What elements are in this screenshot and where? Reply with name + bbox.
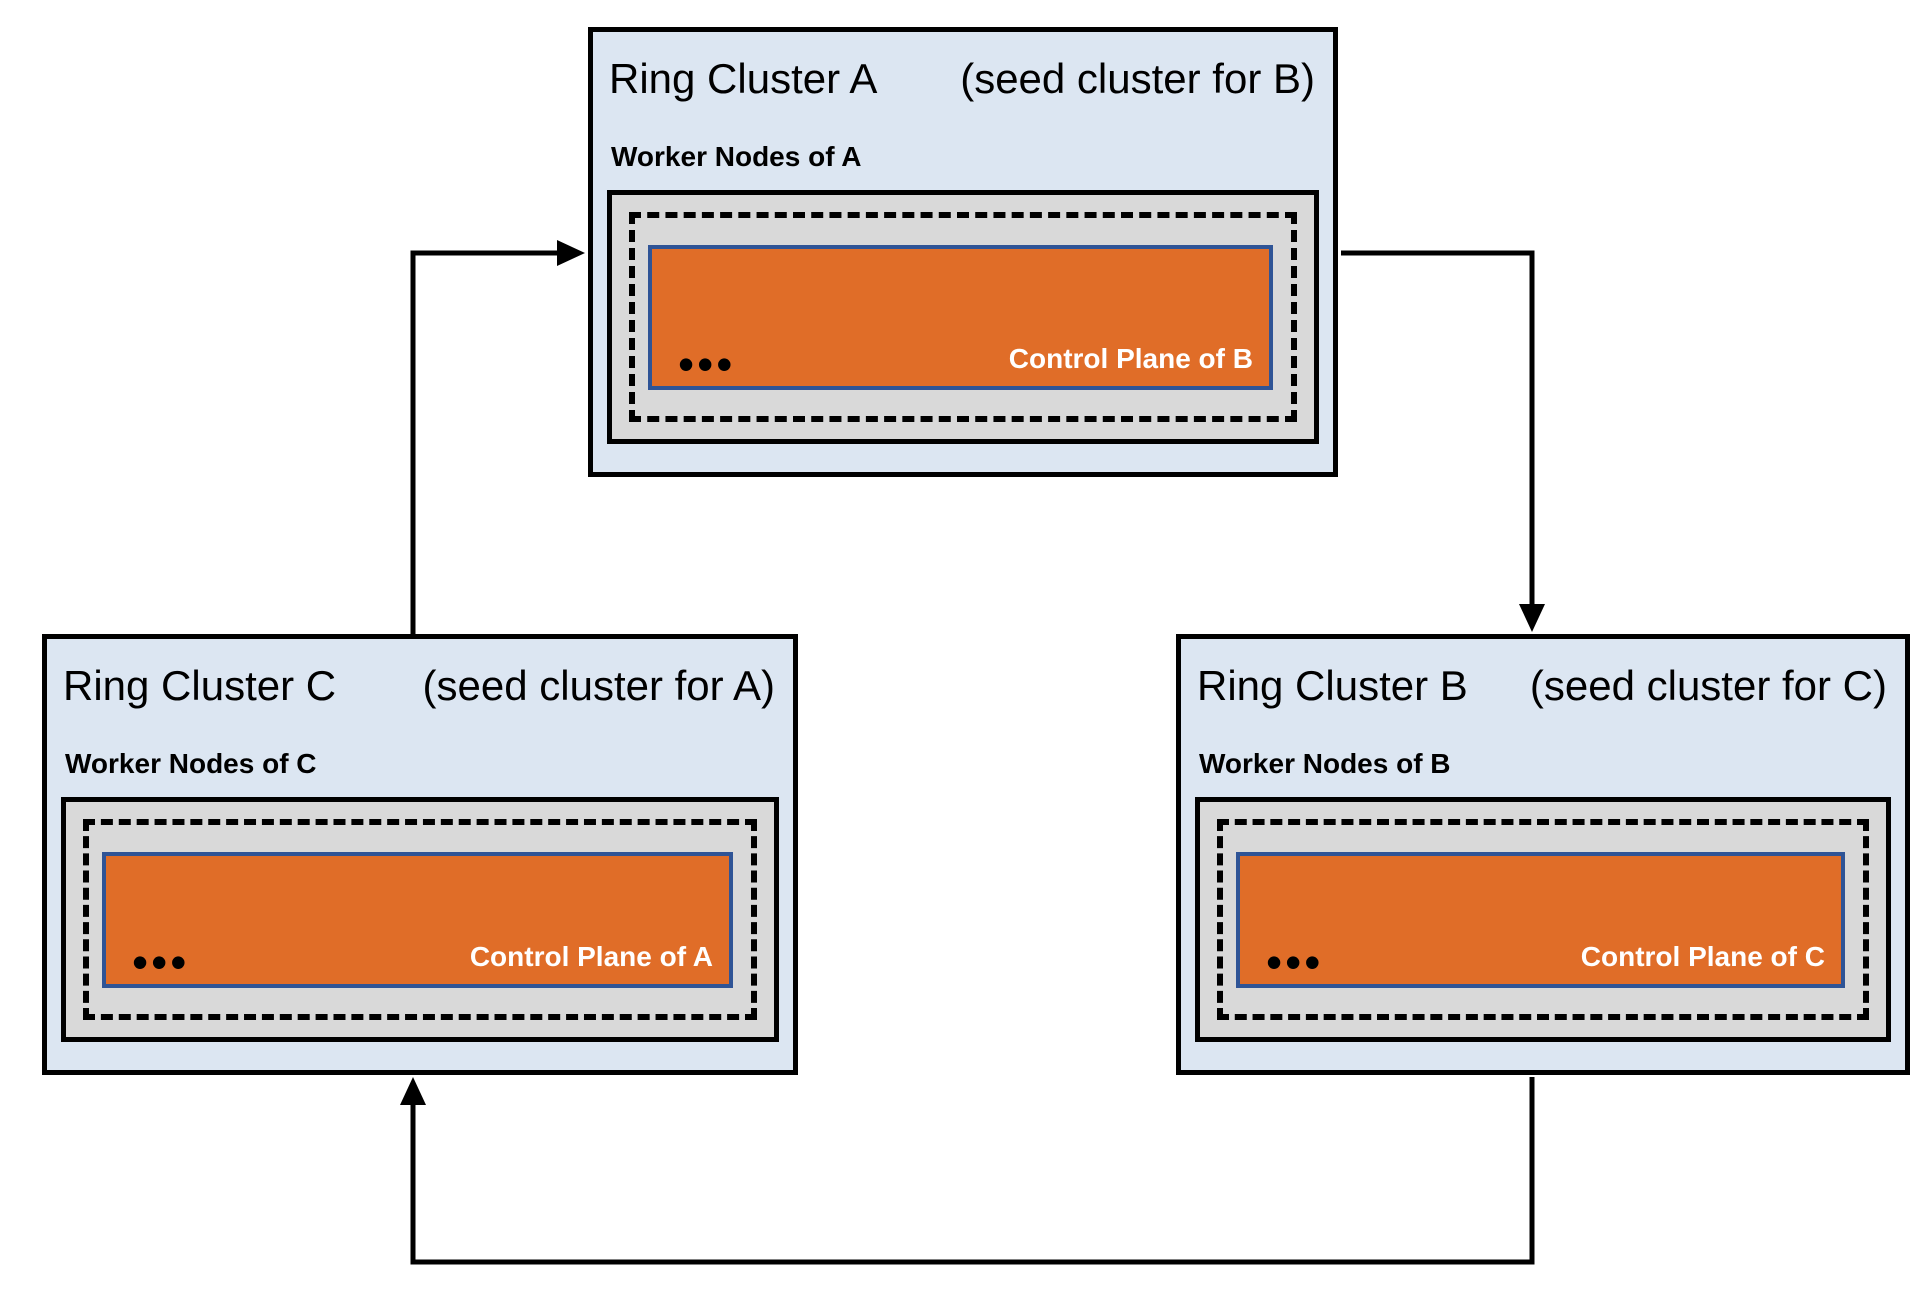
- cluster-subtitle: (seed cluster for C): [1529, 662, 1887, 709]
- worker-nodes-label: Worker Nodes of A: [611, 141, 862, 172]
- worker-nodes-dashed-border: ••• Control Plane of C: [1217, 819, 1869, 1020]
- worker-nodes-label: Worker Nodes of C: [65, 748, 317, 779]
- cluster-title: Ring Cluster C: [63, 662, 337, 709]
- worker-nodes-dashed-border: ••• Control Plane of B: [629, 212, 1297, 422]
- arrow-line: [1341, 250, 1535, 604]
- cluster-header: Ring Cluster C (seed cluster for A): [63, 661, 775, 711]
- worker-nodes-box: ••• Control Plane of B: [607, 190, 1319, 444]
- control-plane-box: ••• Control Plane of B: [648, 245, 1273, 390]
- control-plane-box: ••• Control Plane of A: [102, 852, 733, 988]
- worker-nodes-label: Worker Nodes of B: [1199, 748, 1451, 779]
- arrow-c-to-a: [410, 240, 585, 636]
- control-plane-label: Control Plane of C: [1580, 941, 1825, 973]
- arrow-line: [410, 1077, 1535, 1265]
- worker-nodes-box: ••• Control Plane of C: [1195, 797, 1891, 1042]
- ring-cluster-c-box: Ring Cluster C (seed cluster for A) Work…: [42, 634, 798, 1075]
- control-plane-label: Control Plane of A: [469, 941, 713, 973]
- cluster-title: Ring Cluster B: [1197, 662, 1468, 709]
- cluster-subtitle: (seed cluster for A): [422, 662, 775, 709]
- arrow-b-to-c: [400, 1077, 1535, 1265]
- control-plane-box: ••• Control Plane of C: [1236, 852, 1845, 988]
- arrowhead-up-icon: [400, 1077, 426, 1105]
- worker-nodes-dashed-border: ••• Control Plane of A: [83, 819, 757, 1020]
- control-plane-label: Control Plane of B: [1008, 343, 1253, 375]
- arrowhead-right-icon: [557, 240, 585, 266]
- arrowhead-down-icon: [1519, 604, 1545, 632]
- ring-cluster-a-box: Ring Cluster A (seed cluster for B) Work…: [588, 27, 1338, 477]
- cluster-title: Ring Cluster A: [609, 55, 878, 102]
- arrow-line: [410, 250, 557, 636]
- cluster-subtitle: (seed cluster for B): [960, 55, 1315, 102]
- cluster-header: Ring Cluster A (seed cluster for B): [609, 54, 1315, 104]
- cluster-header: Ring Cluster B (seed cluster for C): [1197, 661, 1887, 711]
- arrow-a-to-b: [1341, 250, 1545, 632]
- ring-cluster-b-box: Ring Cluster B (seed cluster for C) Work…: [1176, 634, 1910, 1075]
- worker-nodes-box: ••• Control Plane of A: [61, 797, 779, 1042]
